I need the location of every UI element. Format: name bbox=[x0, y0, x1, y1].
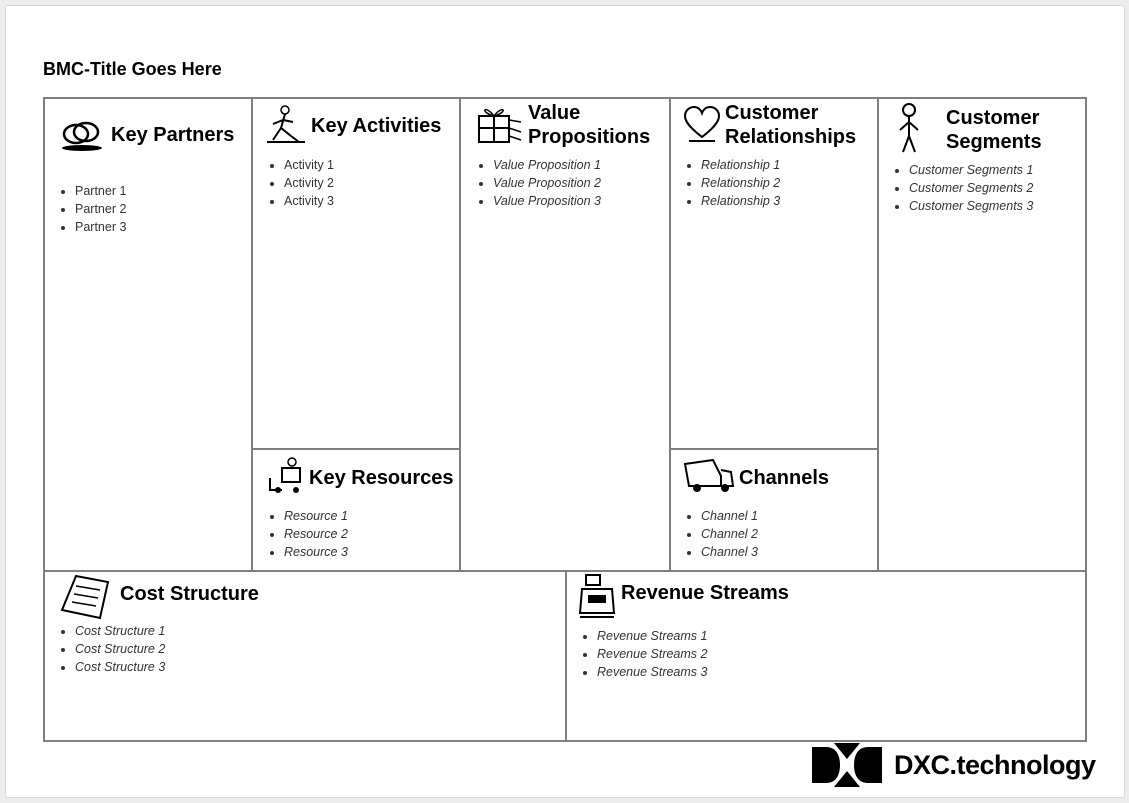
list-item: Partner 1 bbox=[75, 182, 126, 200]
heading-line: Customer bbox=[725, 102, 819, 124]
list-item: Activity 2 bbox=[284, 174, 334, 192]
key-resources-cell bbox=[251, 448, 461, 572]
list-item: Cost Structure 2 bbox=[75, 640, 165, 658]
revenue-streams-list: Revenue Streams 1 Revenue Streams 2 Reve… bbox=[579, 627, 707, 681]
worker-icon bbox=[267, 105, 305, 143]
page-title: BMC-Title Goes Here bbox=[43, 59, 222, 79]
cash-register-icon bbox=[578, 574, 616, 618]
channels-list: Channel 1 Channel 2 Channel 3 bbox=[683, 507, 758, 561]
gift-icon bbox=[478, 108, 522, 143]
list-item: Resource 1 bbox=[284, 507, 348, 525]
channels-heading: Channels bbox=[739, 467, 830, 489]
customer-relationships-list: Relationship 1 Relationship 2 Relationsh… bbox=[683, 156, 780, 210]
key-activities-heading: Key Activities bbox=[311, 115, 442, 137]
list-item: Customer Segments 1 bbox=[909, 161, 1033, 179]
key-partners-list: Partner 1 Partner 2 Partner 3 bbox=[57, 182, 126, 236]
list-item: Revenue Streams 2 bbox=[597, 645, 707, 663]
key-resources-heading: Key Resources bbox=[309, 467, 454, 489]
list-item: Customer Segments 2 bbox=[909, 179, 1033, 197]
forklift-icon bbox=[269, 457, 301, 493]
cost-structure-list: Cost Structure 1 Cost Structure 2 Cost S… bbox=[57, 622, 165, 676]
list-item: Activity 3 bbox=[284, 192, 334, 210]
list-item: Resource 2 bbox=[284, 525, 348, 543]
list-item: Relationship 2 bbox=[701, 174, 780, 192]
key-activities-list: Activity 1 Activity 2 Activity 3 bbox=[266, 156, 334, 210]
customer-relationships-cell bbox=[669, 97, 879, 450]
key-partners-cell bbox=[43, 97, 253, 572]
customer-segments-heading: Customer Segments bbox=[946, 106, 1042, 154]
heading-line: Propositions bbox=[528, 126, 651, 148]
customer-segments-cell bbox=[877, 97, 1087, 572]
key-partners-heading: Key Partners bbox=[111, 124, 235, 146]
list-item: Revenue Streams 1 bbox=[597, 627, 707, 645]
customer-segments-list: Customer Segments 1 Customer Segments 2 … bbox=[891, 161, 1033, 215]
customer-relationships-heading: Customer Relationships bbox=[725, 101, 856, 149]
list-item: Value Proposition 3 bbox=[493, 192, 601, 210]
list-item: Relationship 3 bbox=[701, 192, 780, 210]
revenue-streams-cell bbox=[565, 570, 1087, 742]
heading-line: Customer bbox=[946, 107, 1040, 129]
list-item: Revenue Streams 3 bbox=[597, 663, 707, 681]
list-item: Value Proposition 1 bbox=[493, 156, 601, 174]
list-item: Resource 3 bbox=[284, 543, 348, 561]
list-item: Channel 1 bbox=[701, 507, 758, 525]
rings-icon bbox=[62, 121, 102, 151]
dxc-logo-text: DXC.technology bbox=[894, 750, 1096, 780]
cost-structure-heading: Cost Structure bbox=[120, 583, 259, 605]
heart-icon bbox=[683, 105, 721, 142]
document-icon bbox=[60, 574, 110, 620]
cost-structure-cell bbox=[43, 570, 567, 742]
heading-line: Segments bbox=[946, 131, 1042, 153]
list-item: Value Proposition 2 bbox=[493, 174, 601, 192]
revenue-streams-heading: Revenue Streams bbox=[621, 582, 789, 604]
heading-line: Relationships bbox=[725, 126, 857, 148]
list-item: Relationship 1 bbox=[701, 156, 780, 174]
key-resources-list: Resource 1 Resource 2 Resource 3 bbox=[266, 507, 348, 561]
list-item: Channel 3 bbox=[701, 543, 758, 561]
key-activities-cell bbox=[251, 97, 461, 450]
truck-icon bbox=[683, 458, 735, 492]
heading-line: Value bbox=[528, 102, 581, 124]
list-item: Cost Structure 1 bbox=[75, 622, 165, 640]
list-item: Partner 2 bbox=[75, 200, 126, 218]
channels-cell bbox=[669, 448, 879, 572]
value-propositions-list: Value Proposition 1 Value Proposition 2 … bbox=[475, 156, 601, 210]
list-item: Partner 3 bbox=[75, 218, 126, 236]
list-item: Channel 2 bbox=[701, 525, 758, 543]
person-icon bbox=[899, 103, 919, 153]
list-item: Customer Segments 3 bbox=[909, 197, 1033, 215]
dxc-logo-icon bbox=[812, 743, 882, 787]
list-item: Cost Structure 3 bbox=[75, 658, 165, 676]
value-propositions-heading: Value Propositions bbox=[528, 101, 650, 149]
value-propositions-cell bbox=[459, 97, 671, 572]
list-item: Activity 1 bbox=[284, 156, 334, 174]
